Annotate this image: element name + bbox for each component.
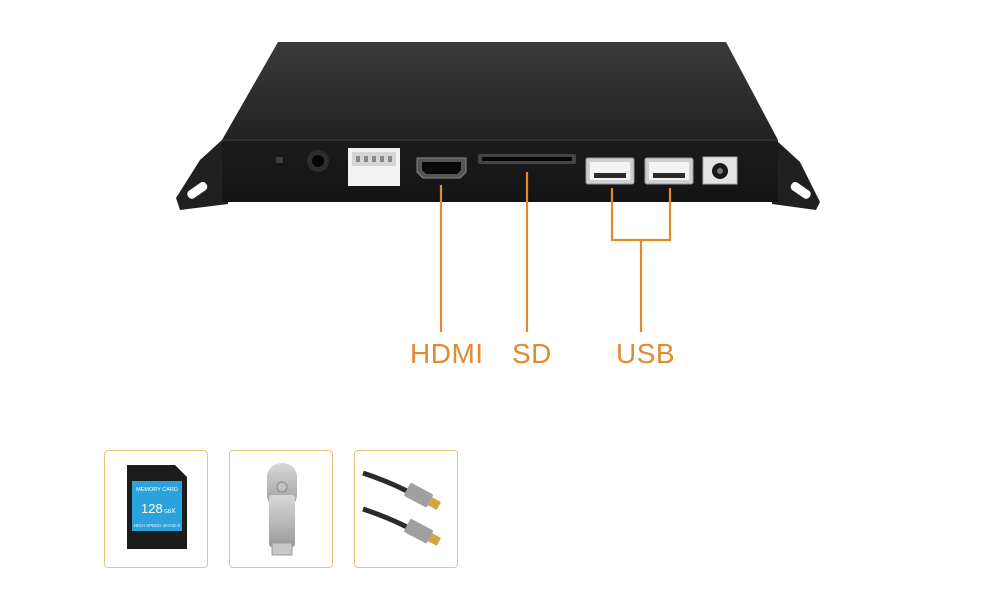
mounting-bracket-right: [770, 140, 820, 210]
usb-drive-thumbnail: [229, 450, 333, 568]
usb-drive-image: [267, 463, 297, 556]
hdmi-cable-image: [362, 470, 442, 546]
sd-card-image: MEMORY CARD 128 GB X HIGH SPEED 4K/HD-S: [127, 465, 187, 549]
sd-card-thumbnail: MEMORY CARD 128 GB X HIGH SPEED 4K/HD-S: [104, 450, 208, 568]
sd-class-mark: X: [171, 508, 176, 515]
io-connector: [348, 148, 400, 186]
sd-footer: HIGH SPEED 4K/HD-S: [134, 523, 181, 528]
sd-capacity: 128: [141, 501, 163, 516]
audio-jack: [307, 150, 329, 172]
sd-label: SD: [512, 338, 552, 369]
sd-capacity-unit: GB: [164, 509, 172, 515]
callout-lines: [439, 172, 672, 332]
dc-power-jack: [702, 156, 738, 185]
usb-port-1: [585, 157, 635, 185]
usb-port-2: [644, 157, 694, 185]
sd-card-slot: [478, 154, 576, 164]
reset-button: [276, 157, 283, 163]
hdmi-port: [416, 157, 467, 179]
usb-label: USB: [616, 338, 676, 369]
mounting-bracket-left: [176, 140, 230, 210]
sd-brand-text: MEMORY CARD: [136, 487, 178, 493]
hdmi-label: HDMI: [410, 338, 484, 369]
media-player-device: [222, 42, 778, 202]
hdmi-cable-thumbnail: [354, 450, 458, 568]
